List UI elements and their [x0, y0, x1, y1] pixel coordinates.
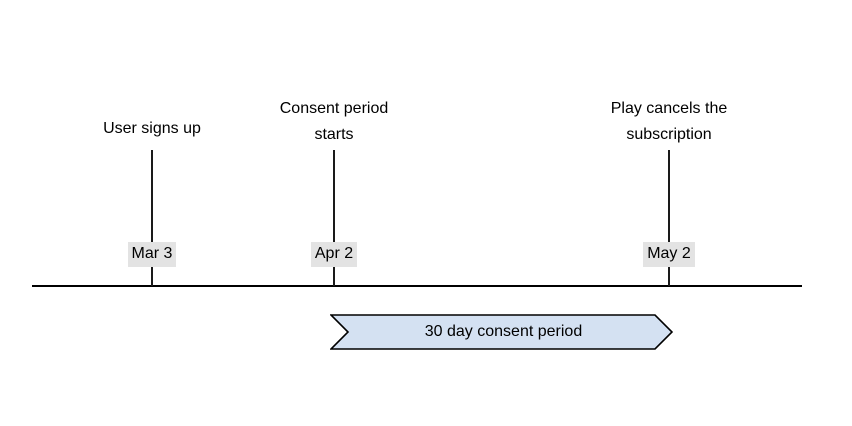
event-date-wrap-consent-period-starts: Apr 2: [234, 242, 434, 267]
event-date-wrap-play-cancels-subscription: May 2: [569, 242, 769, 267]
timeline-axis: [32, 285, 802, 287]
consent-period-banner-shape: [330, 314, 673, 350]
consent-period-banner: 30 day consent period: [330, 314, 673, 350]
event-tick-user-signs-up: [151, 150, 153, 286]
chevron-arrow-icon: [330, 314, 673, 350]
event-tick-play-cancels-subscription: [668, 150, 670, 286]
event-label-user-signs-up: User signs up: [103, 120, 201, 137]
event-date-chip-may-2: May 2: [643, 242, 695, 267]
event-label-play-cancels-subscription: Play cancels the subscription: [610, 100, 728, 143]
event-tick-consent-period-starts: [333, 150, 335, 286]
event-date-chip-apr-2: Apr 2: [310, 242, 358, 267]
event-date-chip-mar-3: Mar 3: [127, 242, 177, 267]
event-date-wrap-user-signs-up: Mar 3: [52, 242, 252, 267]
event-label-consent-period-starts: Consent period starts: [279, 100, 389, 143]
